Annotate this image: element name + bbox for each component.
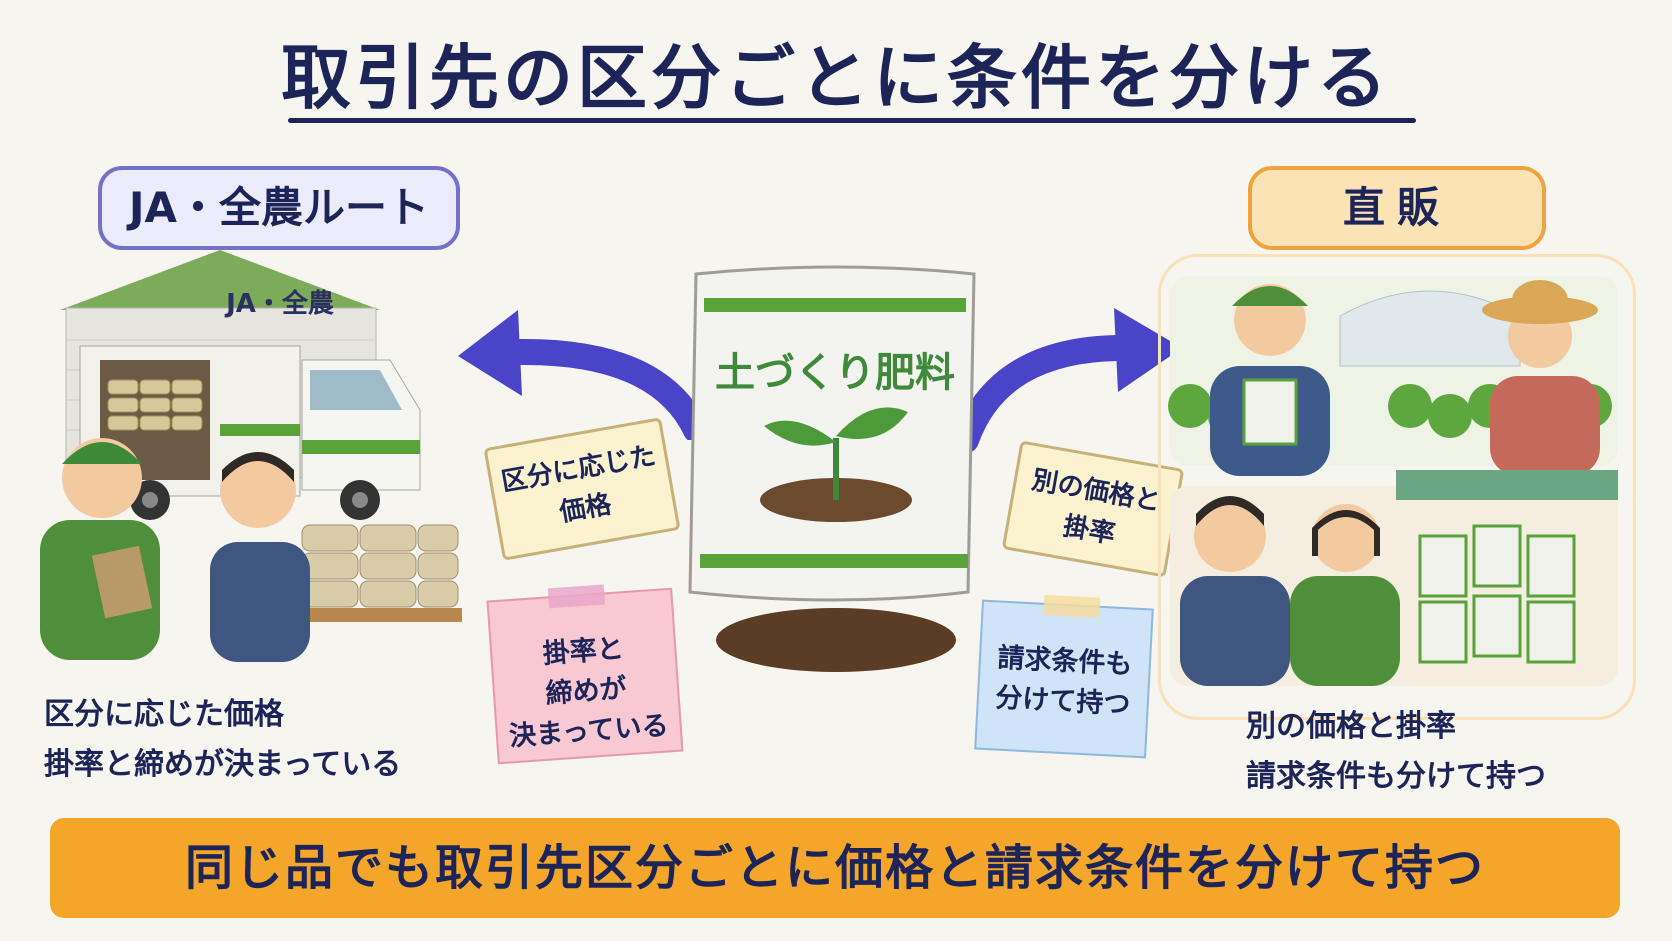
truck-window: [310, 370, 402, 410]
direct-sales-frame: [1158, 254, 1636, 720]
shopper-person: [1180, 496, 1290, 686]
farmer-person: [1210, 284, 1330, 476]
summary-banner: 同じ品でも取引先区分ごとに価格と請求条件を分けて持つ: [50, 818, 1620, 918]
ja-caption-line: 掛率と締めが決まっている: [44, 747, 402, 782]
right-sticky-note: 請求条件も 分けて持つ: [974, 594, 1154, 759]
pallet: [298, 608, 462, 622]
fertilizer-bag: [688, 265, 976, 602]
right-price-tag: 別の価格と 掛率: [1001, 440, 1185, 578]
ja-route-caption: 区分に応じた価格 掛率と締めが決まっている: [44, 690, 401, 790]
customer-with-hat: [1482, 280, 1600, 476]
title-underline: [288, 118, 1416, 123]
sprout-leaf-left: [764, 420, 836, 446]
direct-caption-line: 請求条件も分けて持つ: [1246, 759, 1546, 794]
bag-display: [1418, 524, 1576, 664]
right-arrow: [958, 308, 1182, 453]
bag-bottom-stripe: [700, 554, 968, 568]
ja-route-label: JA・全農ルート: [98, 166, 460, 250]
page-title: 取引先の区分ごとに条件を分ける: [281, 37, 1391, 119]
direct-sales-illustration: [1168, 276, 1618, 686]
ja-staff-person: [40, 438, 160, 660]
note-tape: [547, 584, 606, 609]
note-tape: [1043, 594, 1101, 618]
warehouse-roof: [60, 250, 380, 310]
stall-awning: [1396, 470, 1618, 500]
warehouse-sign: JA・全農: [224, 288, 334, 319]
bag-label: 土づくり肥料: [715, 350, 955, 396]
ja-warehouse-illustration: JA・全農: [40, 250, 462, 662]
truck-stripe: [220, 424, 300, 436]
left-sticky-note: 掛率と 締めが 決まっている: [486, 584, 684, 765]
fertilizer-pellets: [716, 608, 956, 672]
ja-caption-line: 区分に応じた価格: [44, 697, 284, 732]
fertilizer-bag-illustration: [688, 265, 976, 672]
right-note-line: 分けて持つ: [994, 682, 1132, 721]
sprout-leaf-right: [836, 407, 908, 439]
direct-sales-caption: 別の価格と掛率 請求条件も分けて持つ: [1246, 702, 1546, 802]
shop-staff-person: [1290, 504, 1400, 686]
direct-sales-label: 直販: [1248, 166, 1546, 250]
fertilizer-sacks: [301, 524, 459, 608]
direct-caption-line: 別の価格と掛率: [1246, 709, 1456, 744]
customer-person: [210, 452, 310, 662]
bag-top-stripe: [704, 298, 966, 312]
left-arrow: [458, 310, 708, 440]
truck-cab-stripe: [302, 440, 420, 454]
